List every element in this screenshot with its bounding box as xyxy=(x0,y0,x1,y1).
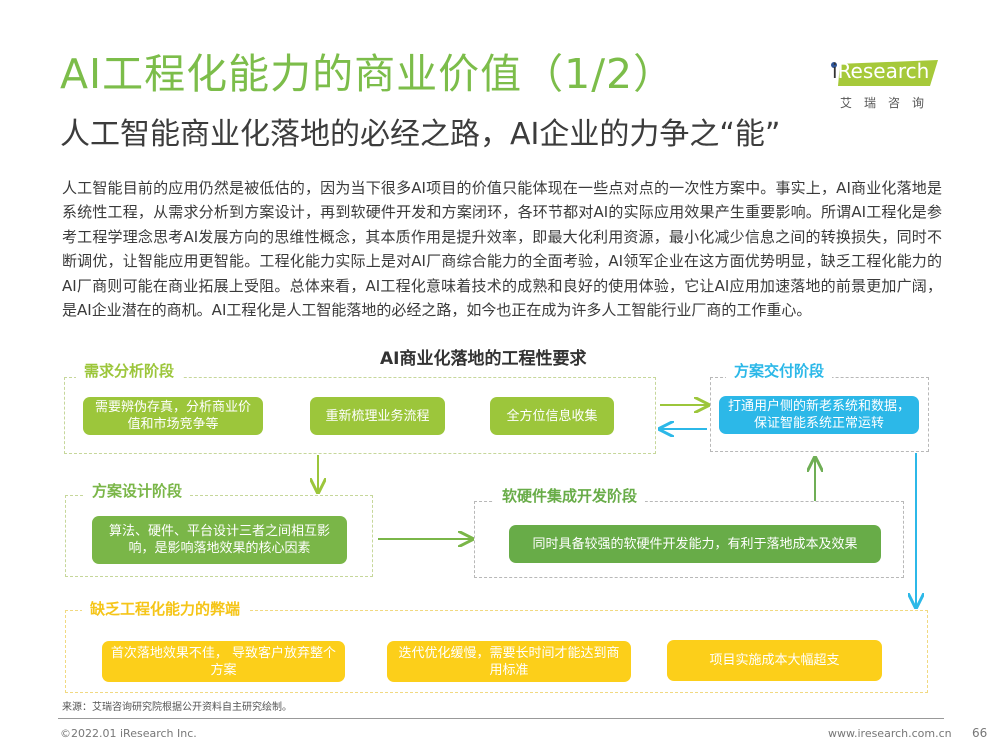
source-note: 来源：艾瑞咨询研究院根据公开资料自主研究绘制。 xyxy=(62,702,292,713)
page-title: AI工程化能力的商业价值（1/2） xyxy=(60,50,676,98)
integration-item-1: 同时具备较强的软硬件开发能力，有利于落地成本及效果 xyxy=(509,525,881,563)
logo-research: Research xyxy=(837,59,930,83)
stage-integration xyxy=(474,501,904,578)
page-subtitle: 人工智能商业化落地的必经之路，AI企业的力争之“能” xyxy=(60,117,781,152)
stage-design xyxy=(65,495,373,577)
footer-divider xyxy=(58,718,944,719)
copyright: ©2022.01 iResearch Inc. xyxy=(60,727,197,740)
drawbacks-item-1: 首次落地效果不佳， 导致客户放弃整个方案 xyxy=(102,641,345,682)
stage-requirements-label: 需求分析阶段 xyxy=(76,361,183,381)
logo-wordmark: iResearch xyxy=(832,61,929,81)
stage-drawbacks-label: 缺乏工程化能力的弊端 xyxy=(82,599,249,619)
drawbacks-item-3: 项目实施成本大幅超支 xyxy=(667,640,882,681)
website-url: www.iresearch.com.cn xyxy=(828,727,952,740)
requirements-item-1: 需要辨伪存真，分析商业价值和市场竞争等 xyxy=(83,397,263,435)
logo-dot-icon xyxy=(831,62,837,68)
stage-requirements xyxy=(64,377,656,454)
logo-bar-shape xyxy=(838,60,938,86)
delivery-item-1: 打通用户侧的新老系统和数据， 保证智能系统正常运转 xyxy=(719,396,919,434)
stage-design-label: 方案设计阶段 xyxy=(84,481,191,501)
intro-paragraph: 人工智能目前的应用仍然是被低估的，因为当下很多AI项目的价值只能体现在一些点对点… xyxy=(62,179,942,320)
logo-i: i xyxy=(832,59,838,83)
drawbacks-item-2: 迭代优化缓慢，需要长时间才能达到商用标准 xyxy=(387,641,631,682)
iresearch-logo: iResearch 艾瑞咨询 xyxy=(828,52,948,112)
stage-delivery-label: 方案交付阶段 xyxy=(726,361,833,381)
diagram-title: AI商业化落地的工程性要求 xyxy=(380,349,587,369)
requirements-item-3: 全方位信息收集 xyxy=(490,397,614,435)
requirements-item-2: 重新梳理业务流程 xyxy=(310,397,445,435)
design-item-1: 算法、硬件、平台设计三者之间相互影响，是影响落地效果的核心因素 xyxy=(92,516,347,564)
stage-drawbacks xyxy=(65,610,928,693)
logo-chinese-name: 艾瑞咨询 xyxy=(840,96,937,110)
page-number: 66 xyxy=(972,726,988,740)
stage-integration-label: 软硬件集成开发阶段 xyxy=(494,486,646,506)
